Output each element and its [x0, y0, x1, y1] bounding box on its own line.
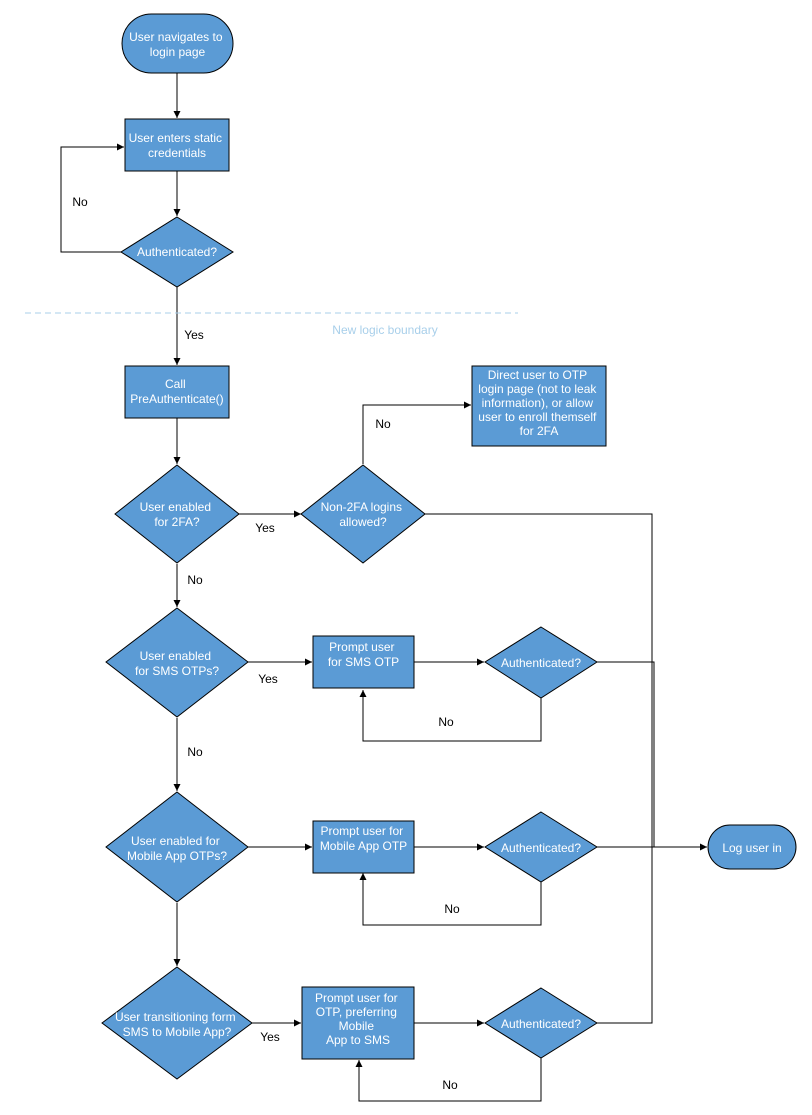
label-sms-no: No [187, 745, 203, 759]
node-user-enabled-mobile-label: User enabled for Mobile App OTPs? [127, 834, 227, 863]
edge-non2fa-no [362, 401, 471, 464]
node-prompt-transition: Prompt user for OTP, preferring Mobile A… [301, 986, 415, 1060]
node-authenticated-1-label: Authenticated? [137, 245, 217, 259]
label-sms-yes: Yes [258, 672, 278, 686]
node-authenticated-transition-label: Authenticated? [501, 1017, 581, 1031]
node-start-label: User navigates to login page [129, 30, 226, 59]
node-user-enabled-sms: User enabled for SMS OTPs? [105, 607, 249, 718]
label-mobile-auth-no: No [444, 902, 460, 916]
label-auth1-no: No [72, 195, 88, 209]
node-log-user-in-label: Log user in [722, 841, 781, 855]
edge-transition-auth-yes [597, 847, 653, 1024]
node-user-enabled-sms-label: User enabled for SMS OTPs? [135, 649, 219, 678]
node-user-transitioning-label: User transitioning form SMS to Mobile Ap… [115, 1010, 239, 1039]
node-direct-user: Direct user to OTP login page (not to le… [471, 365, 607, 447]
edge-auth1-no-loop [60, 143, 124, 253]
label-sms-auth-no: No [438, 715, 454, 729]
label-2fa-no: No [187, 573, 203, 587]
node-user-enabled-2fa: User enabled for 2FA? [114, 464, 240, 564]
node-call-preauthenticate-label: Call PreAuthenticate() [130, 377, 223, 406]
edge-non2fa-yes [425, 513, 653, 847]
node-prompt-mobile: Prompt user for Mobile App OTP [312, 820, 415, 874]
edge-sms-auth-no [359, 690, 542, 742]
node-authenticated-sms: Authenticated? [484, 626, 598, 699]
label-non2fa-no: No [375, 417, 391, 431]
edge-sms-auth-yes [597, 661, 655, 847]
edge-transition-auth-no [355, 1058, 542, 1102]
node-authenticated-sms-label: Authenticated? [501, 656, 581, 670]
node-call-preauthenticate: Call PreAuthenticate() [124, 365, 230, 419]
edges [60, 73, 707, 1102]
node-prompt-mobile-label: Prompt user for Mobile App OTP [320, 824, 407, 853]
label-transition-yes: Yes [260, 1030, 280, 1044]
node-authenticated-mobile: Authenticated? [484, 811, 598, 883]
label-auth1-yes: Yes [184, 328, 204, 342]
node-prompt-sms: Prompt user for SMS OTP [312, 635, 415, 689]
node-authenticated-mobile-label: Authenticated? [501, 841, 581, 855]
label-2fa-yes: Yes [255, 521, 275, 535]
node-non-2fa-allowed-label: Non-2FA logins allowed? [321, 500, 406, 529]
logic-boundary-label: New logic boundary [332, 323, 437, 337]
node-user-enabled-mobile: User enabled for Mobile App OTPs? [105, 791, 249, 903]
node-start: User navigates to login page [121, 13, 234, 74]
node-authenticated-1: Authenticated? [120, 216, 234, 288]
node-enter-credentials-label: User enters static credentials [129, 131, 226, 160]
node-log-user-in: Log user in [707, 824, 797, 870]
node-prompt-sms-label: Prompt user for SMS OTP [328, 640, 399, 669]
node-non-2fa-allowed: Non-2FA logins allowed? [300, 464, 426, 564]
node-user-transitioning: User transitioning form SMS to Mobile Ap… [101, 966, 253, 1080]
node-user-enabled-2fa-label: User enabled for 2FA? [140, 500, 215, 529]
node-authenticated-transition: Authenticated? [484, 987, 598, 1059]
edge-mobile-auth-no [359, 873, 542, 926]
label-transition-auth-no: No [442, 1078, 458, 1092]
edge-labels: No Yes No Yes No Yes No No No Yes No [72, 195, 460, 1092]
node-enter-credentials: User enters static credentials [124, 118, 230, 172]
node-direct-user-label: Direct user to OTP login page (not to le… [478, 368, 599, 438]
node-prompt-transition-label: Prompt user for OTP, preferring Mobile A… [315, 991, 401, 1047]
